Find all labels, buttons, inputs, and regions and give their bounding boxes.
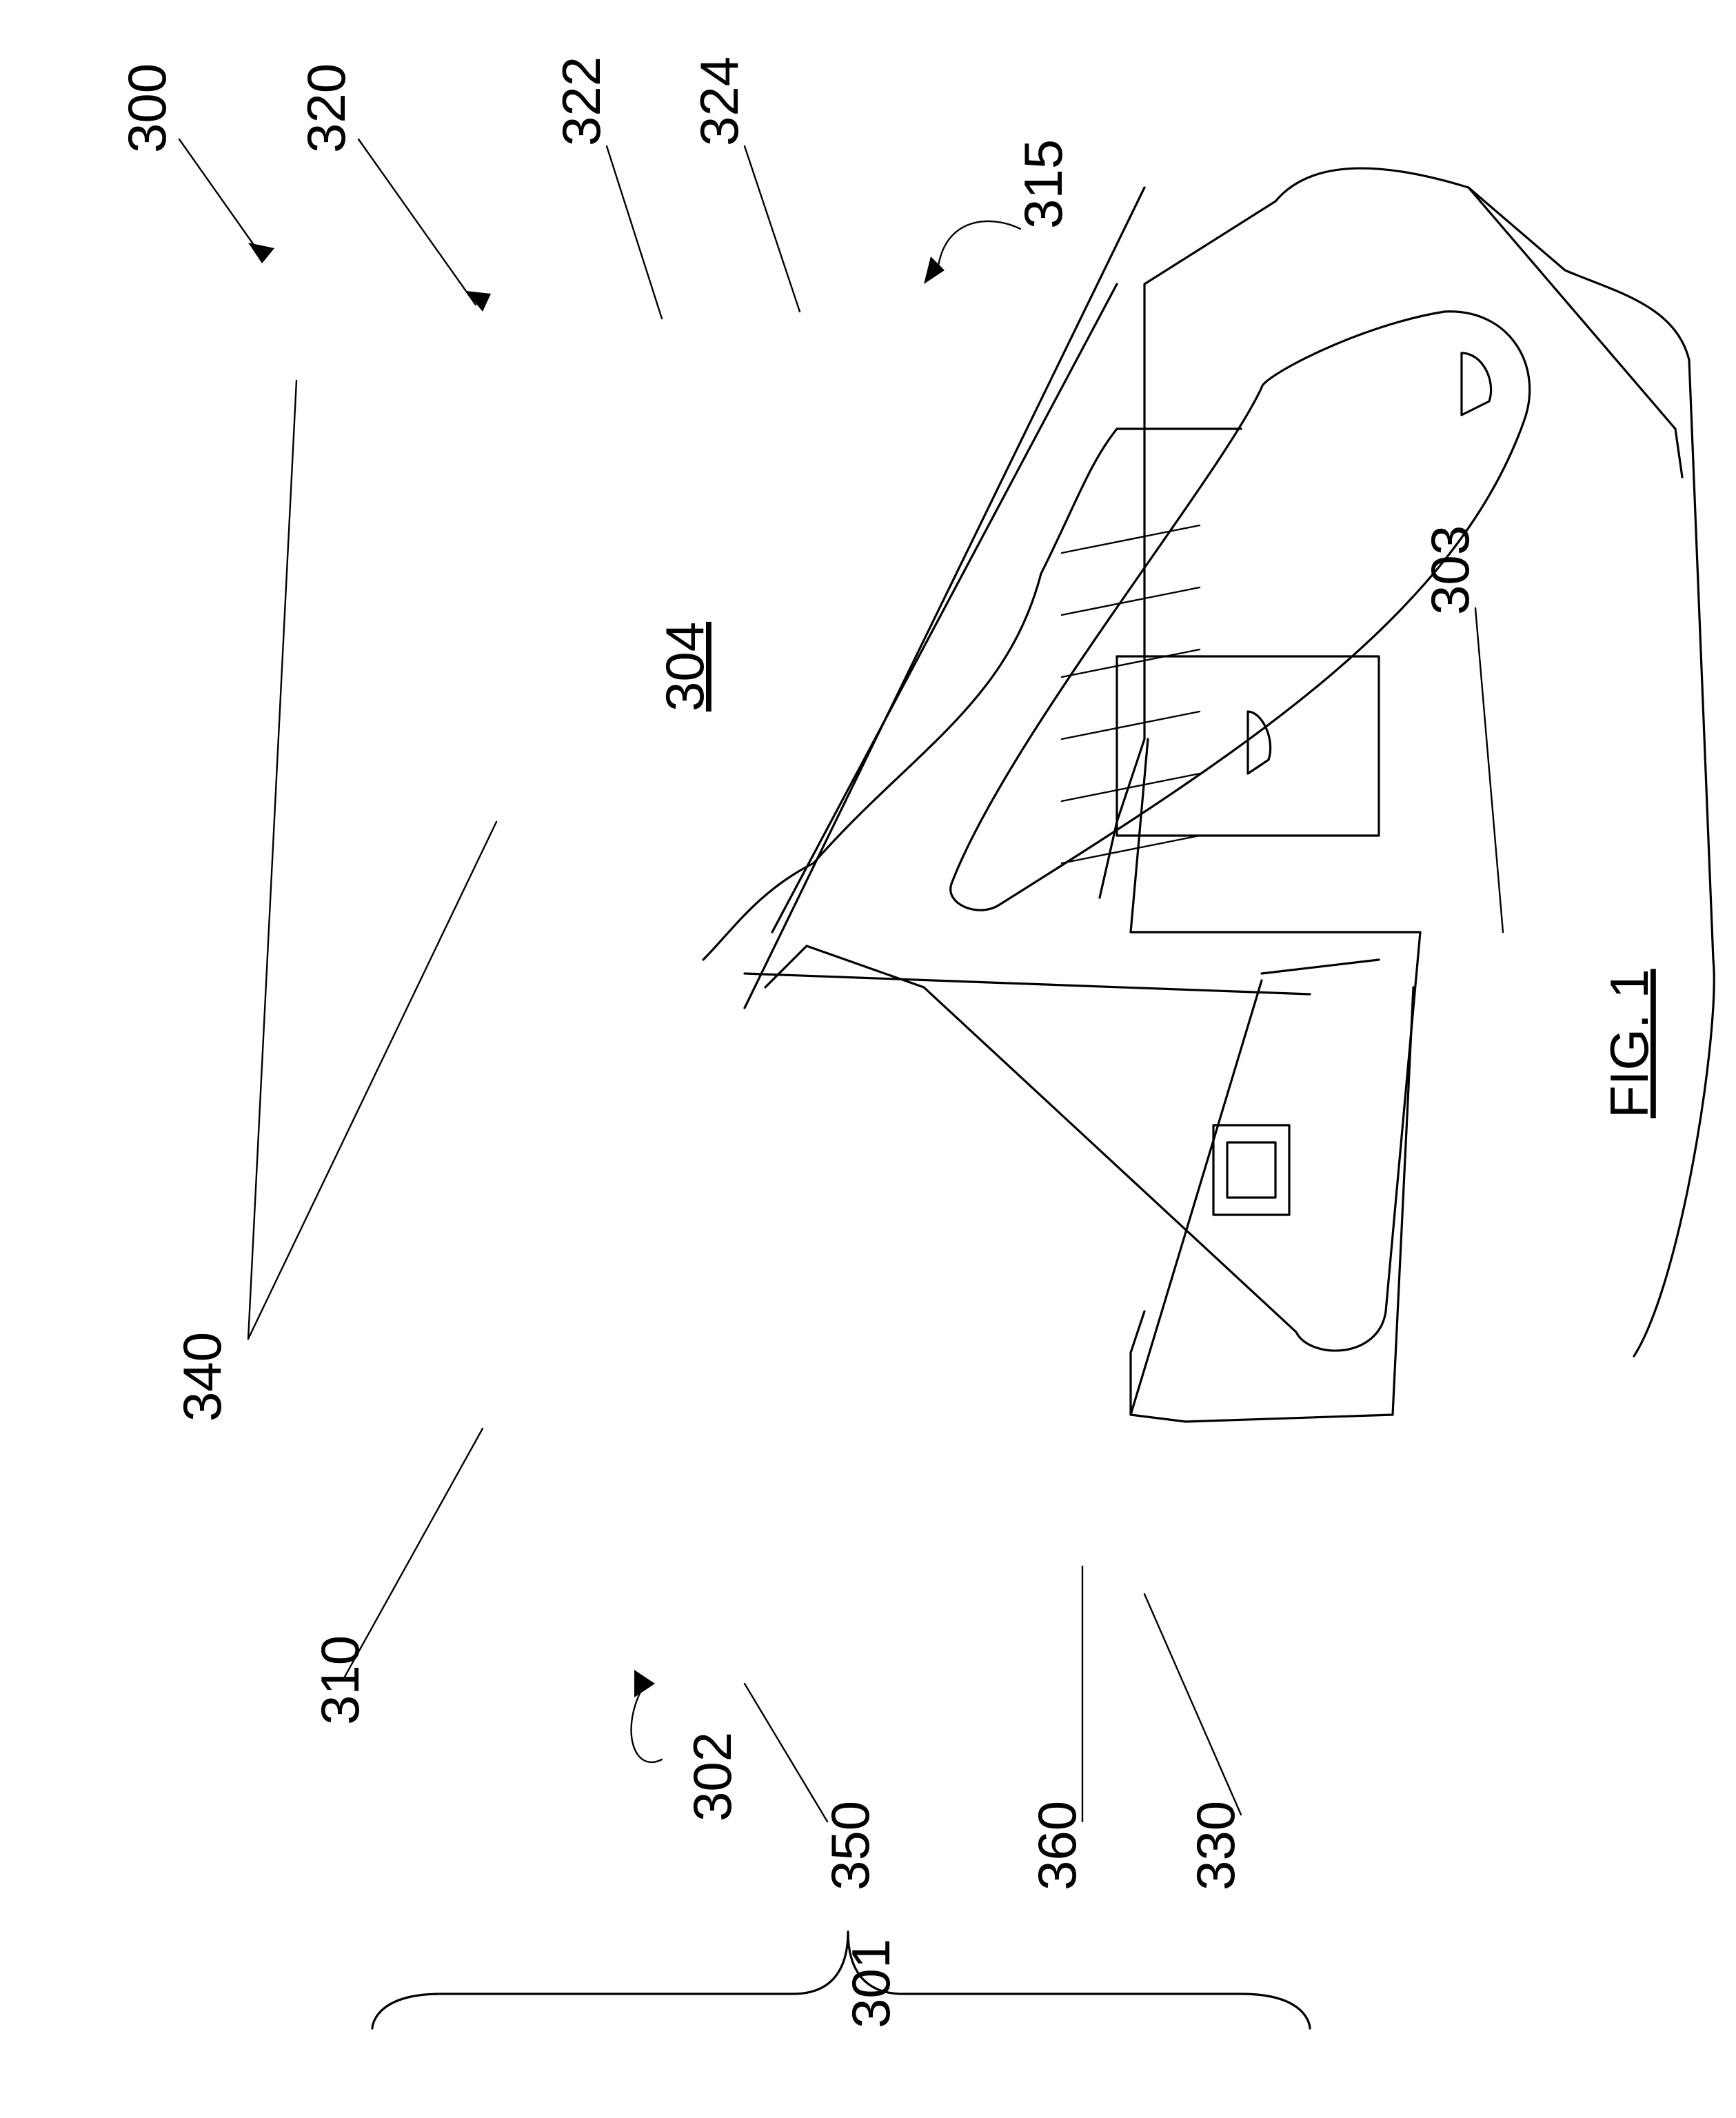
- base-button: [1213, 1125, 1289, 1215]
- cover-edge: [745, 188, 1144, 1008]
- leader-320: [359, 139, 476, 305]
- arrowhead-320: [466, 291, 491, 312]
- front-block: [765, 739, 1420, 1351]
- label-322: 322: [551, 57, 612, 146]
- leader-315: [938, 221, 1020, 270]
- leader-322: [607, 146, 662, 319]
- label-360: 360: [1027, 1801, 1087, 1890]
- leader-340-b: [248, 822, 496, 1339]
- label-300: 300: [117, 63, 177, 153]
- label-304: 304: [654, 622, 715, 712]
- leader-lines: [179, 139, 1503, 2028]
- cover-seam: [772, 284, 1117, 932]
- hinge-right: [1248, 712, 1271, 774]
- label-302: 302: [682, 1732, 743, 1822]
- leader-340-a: [248, 381, 296, 1339]
- leader-324: [745, 146, 800, 312]
- label-315: 315: [1013, 139, 1073, 229]
- hinge-left: [1462, 353, 1491, 415]
- label-324: 324: [689, 57, 749, 146]
- top-cover-outline: [1100, 168, 1714, 1356]
- figure-caption: FIG. 1: [1599, 969, 1659, 1118]
- printer-drawing: [703, 168, 1714, 1422]
- front-lower: [745, 960, 1413, 1422]
- arrowhead-300: [248, 243, 274, 263]
- reference-labels: 300 320 322 324 315 304 303 340 310 302 …: [117, 57, 1659, 2028]
- arrowhead-315: [924, 256, 945, 284]
- leader-300: [179, 139, 262, 256]
- base-button-inner: [1227, 1142, 1275, 1198]
- label-350: 350: [820, 1801, 880, 1890]
- label-330: 330: [1185, 1801, 1246, 1890]
- leader-302: [632, 1691, 662, 1762]
- label-303: 303: [1420, 525, 1480, 615]
- label-310: 310: [310, 1635, 370, 1725]
- leader-303: [1475, 608, 1503, 932]
- leader-350: [745, 1684, 827, 1822]
- slot-slats: [1062, 525, 1200, 863]
- rear-side: [703, 188, 1682, 960]
- label-320: 320: [296, 63, 356, 153]
- leader-330: [1144, 1594, 1241, 1815]
- arrowhead-302: [634, 1670, 655, 1697]
- label-340: 340: [172, 1332, 232, 1422]
- label-301: 301: [840, 1939, 901, 2028]
